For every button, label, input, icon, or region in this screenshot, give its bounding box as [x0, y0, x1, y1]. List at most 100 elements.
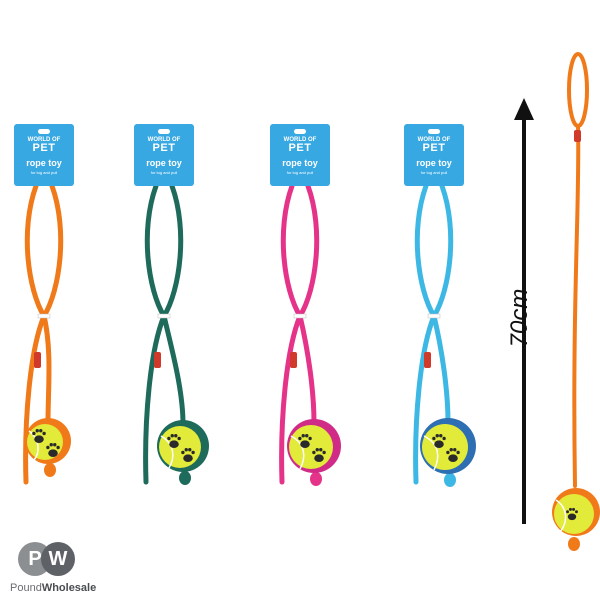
- brand-line-2: PET: [422, 142, 446, 154]
- paw-print-toe: [449, 448, 453, 452]
- rope-knot: [44, 463, 56, 477]
- paw-print-pad: [314, 454, 324, 463]
- brand-line-1: WORLD OF: [147, 137, 181, 143]
- rope-strand: [279, 313, 303, 485]
- paw-print-toe: [435, 434, 439, 438]
- rope-clip: [293, 313, 307, 319]
- header-card-orange: WORLD OF PET rope toy for tug and pull: [14, 124, 74, 186]
- product-label: rope toy: [416, 158, 452, 168]
- rope-strand: [572, 124, 581, 488]
- rope-strand: [23, 313, 47, 485]
- paw-print-toe: [46, 445, 50, 450]
- product-label: rope toy: [26, 158, 62, 168]
- paw-print-toe: [177, 436, 181, 441]
- measurement-arrow-head: [514, 98, 534, 120]
- paw-print-toe: [575, 510, 578, 514]
- header-card-green: WORLD OF PET rope toy for tug and pull: [134, 124, 194, 186]
- product-sublabel: for tug and pull: [286, 170, 314, 175]
- rope-clip: [37, 313, 51, 319]
- paw-print-toe: [315, 448, 319, 452]
- paw-print-toe: [453, 448, 457, 452]
- paw-print-toe: [191, 450, 195, 455]
- brand-line-2: PET: [32, 142, 56, 154]
- rope-knot: [568, 537, 580, 551]
- product-sublabel: for tug and pull: [420, 170, 448, 175]
- paw-print-pad: [183, 454, 193, 463]
- logo-text-part1: Pound: [10, 582, 42, 594]
- brand-line-1: WORLD OF: [417, 137, 451, 143]
- logo-w-circle: W: [41, 542, 75, 576]
- rope-strand: [144, 183, 167, 319]
- paw-print-pad: [448, 454, 458, 463]
- paw-print-toe: [184, 448, 188, 452]
- rope-strand: [41, 313, 52, 425]
- paw-print-toe: [312, 450, 316, 455]
- rope-strand: [297, 313, 317, 426]
- ball-seam: [423, 435, 439, 471]
- rope-clip: [157, 313, 171, 319]
- ball-seam: [290, 435, 305, 470]
- tennis-ball: [159, 426, 201, 468]
- paw-print-pad: [48, 449, 58, 458]
- paw-print-toe: [42, 431, 46, 436]
- paw-print-toe: [49, 443, 53, 447]
- tennis-ball: [27, 424, 63, 460]
- paw-print-toe: [446, 450, 450, 455]
- paw-print-toe: [181, 450, 185, 455]
- logo-text-part2: Wholesale: [41, 582, 97, 594]
- rope-sleeve: [154, 352, 161, 368]
- paw-print-toe: [308, 436, 312, 441]
- paw-print-toe: [32, 431, 36, 436]
- brand-line-2: PET: [152, 142, 176, 154]
- paw-print-toe: [35, 429, 39, 433]
- brand-line-2: PET: [288, 142, 312, 154]
- paw-print-toe: [572, 507, 576, 511]
- paw-print-toe: [566, 510, 569, 514]
- paw-print-toe: [174, 434, 178, 438]
- rope-strand: [161, 183, 184, 319]
- tennis-ball: [422, 424, 468, 470]
- paw-print-toe: [439, 434, 443, 438]
- paw-print-toe: [456, 450, 460, 455]
- rope-sleeve: [574, 130, 581, 142]
- product-label: rope toy: [282, 158, 318, 168]
- header-card-blue: WORLD OF PET rope toy for tug and pull: [404, 124, 464, 186]
- paw-print-toe: [188, 448, 192, 452]
- product-sublabel: for tug and pull: [30, 170, 58, 175]
- rope-knot: [310, 472, 322, 486]
- paw-print-pad: [300, 440, 310, 449]
- paw-print-pad: [34, 435, 44, 444]
- rope-strand: [297, 183, 320, 319]
- pound-wholesale-logo: P W PoundWholesale: [10, 540, 140, 600]
- rope-clip: [427, 313, 441, 319]
- rope-strand: [431, 183, 454, 319]
- product-sublabel: for tug and pull: [150, 170, 178, 175]
- rope-strand: [24, 183, 47, 319]
- paw-print-toe: [53, 443, 57, 447]
- paw-print-toe: [167, 436, 171, 441]
- rope-strand: [414, 183, 437, 319]
- paw-print-toe: [568, 507, 572, 511]
- length-label: 70cm: [506, 288, 533, 348]
- paw-print-toe: [432, 436, 436, 441]
- paw-print-toe: [170, 434, 174, 438]
- paw-print-toe: [56, 445, 60, 450]
- logo-text: PoundWholesale: [10, 582, 140, 594]
- header-card-pink: WORLD OF PET rope toy for tug and pull: [270, 124, 330, 186]
- tennis-ball: [289, 425, 333, 469]
- ball-seam: [160, 435, 174, 469]
- paw-print-pad: [434, 440, 444, 449]
- rope-handle-loop: [567, 52, 589, 128]
- rope-sleeve: [34, 352, 41, 368]
- rope-strand: [143, 313, 167, 485]
- rope-strand: [280, 183, 303, 319]
- paw-print-toe: [322, 450, 326, 455]
- ball-seam: [28, 430, 39, 461]
- hang-hole: [38, 129, 50, 134]
- paw-print-toe: [319, 448, 323, 452]
- rope-strand: [161, 313, 186, 427]
- rope-sleeve: [290, 352, 297, 368]
- paw-print-pad: [567, 513, 577, 521]
- ball-seam: [555, 499, 567, 533]
